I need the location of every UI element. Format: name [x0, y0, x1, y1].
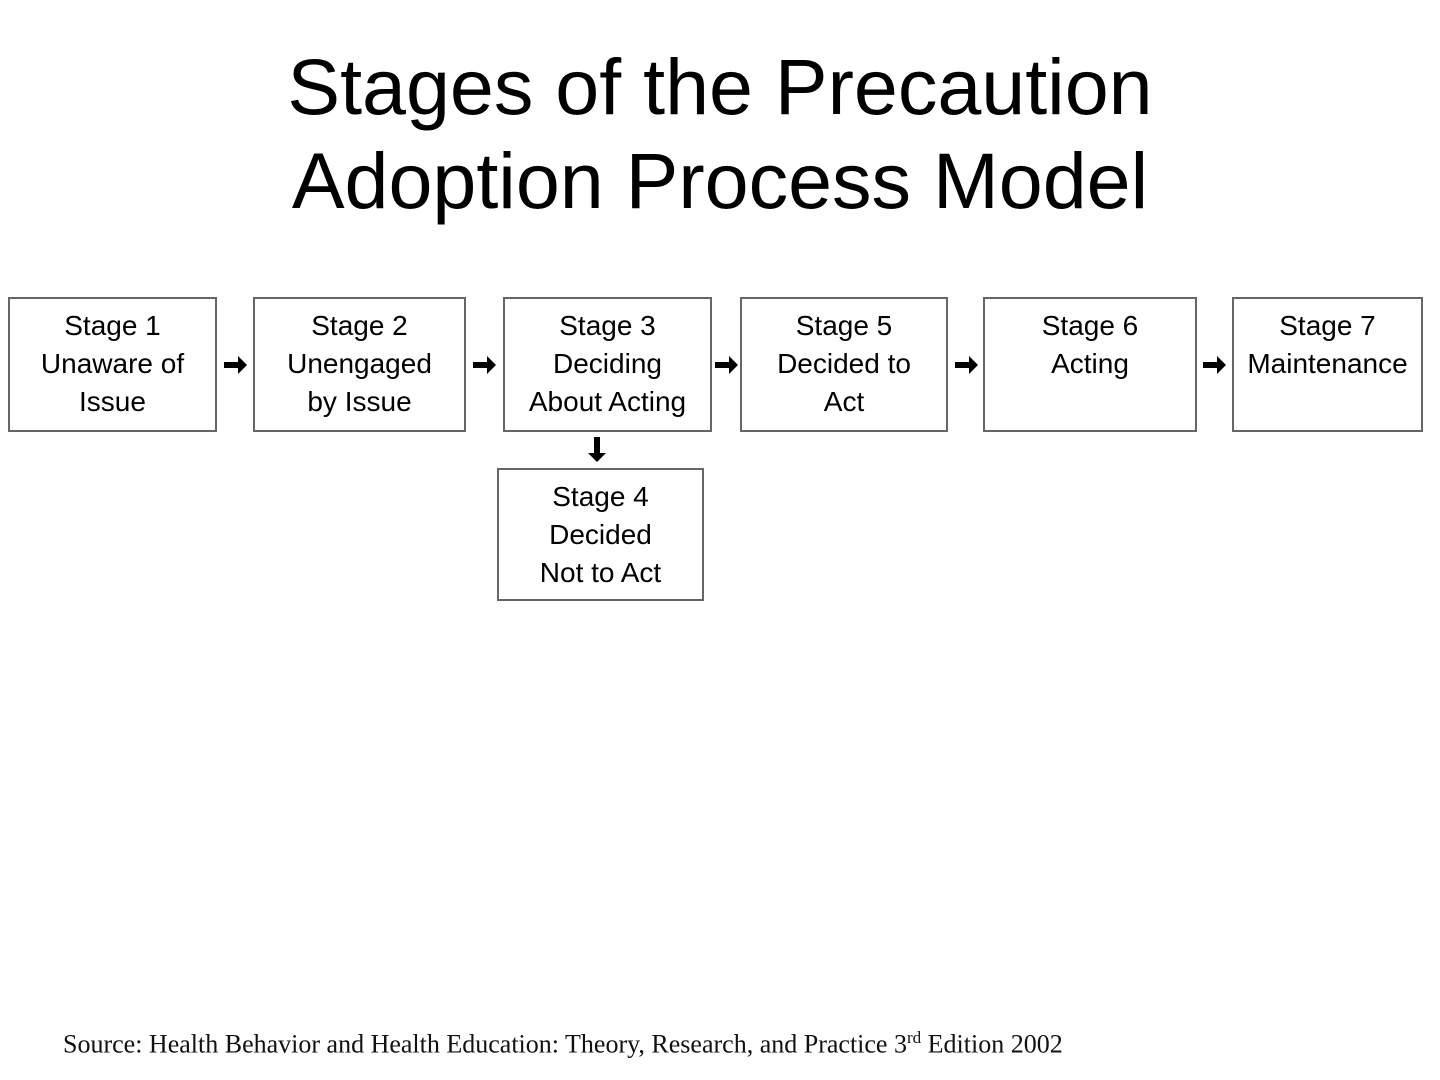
arrow-stage6-to-stage7 — [1203, 356, 1226, 374]
stage-7-box: Stage 7 Maintenance — [1232, 297, 1423, 432]
source-citation: Source: Health Behavior and Health Educa… — [63, 1028, 1063, 1060]
stage-2-label-line: by Issue — [307, 386, 412, 417]
stage-6-name: Stage 6 — [1041, 310, 1139, 341]
arrow-stage3-to-stage5 — [715, 356, 738, 374]
stage-7-name: Stage 7 — [1279, 310, 1376, 341]
stage-3-label-line: About Acting — [528, 386, 687, 417]
arrow-stage2-to-stage3 — [473, 356, 496, 374]
arrow-stage5-to-stage6 — [955, 356, 978, 374]
stage-1-label-line: Issue — [79, 386, 146, 417]
stage-1-box: Stage 1 Unaware of Issue — [8, 297, 217, 432]
stage-4-name: Stage 4 — [552, 481, 649, 512]
stage-4-label-line: Not to Act — [539, 557, 662, 588]
stage-1-name: Stage 1 — [64, 310, 161, 341]
stage-3-name: Stage 3 — [559, 310, 656, 341]
source-citation-suffix: Edition 2002 — [921, 1029, 1063, 1059]
stage-4-label-line: Decided — [549, 519, 652, 550]
stage-7-label-line: Maintenance — [1247, 348, 1408, 379]
stage-3-box: Stage 3 Deciding About Acting — [503, 297, 712, 432]
stage-5-label-line: Act — [823, 386, 865, 417]
stage-6-box: Stage 6 Acting — [983, 297, 1197, 432]
stage-5-name: Stage 5 — [795, 310, 893, 341]
stage-6-label-line: Acting — [1051, 348, 1129, 379]
stage-3-label-line: Deciding — [553, 348, 662, 379]
stage-2-name: Stage 2 — [311, 310, 408, 341]
stage-2-label-line: Unengaged — [287, 348, 432, 379]
stage-5-label-line: Decided to — [777, 348, 911, 379]
stage-5-box: Stage 5 Decided to Act — [740, 297, 948, 432]
slide-title-line-2: Adoption Process Model — [291, 136, 1149, 225]
arrow-stage1-to-stage2 — [224, 356, 247, 374]
source-citation-text: Source: Health Behavior and Health Educa… — [63, 1029, 907, 1059]
stage-4-box: Stage 4 Decided Not to Act — [497, 468, 704, 601]
stage-2-box: Stage 2 Unengaged by Issue — [253, 297, 466, 432]
stage-1-label-line: Unaware of — [40, 348, 185, 379]
source-citation-superscript: rd — [906, 1028, 922, 1047]
arrow-stage3-to-stage4 — [588, 437, 606, 462]
slide-title-line-1: Stages of the Precaution — [287, 42, 1153, 131]
